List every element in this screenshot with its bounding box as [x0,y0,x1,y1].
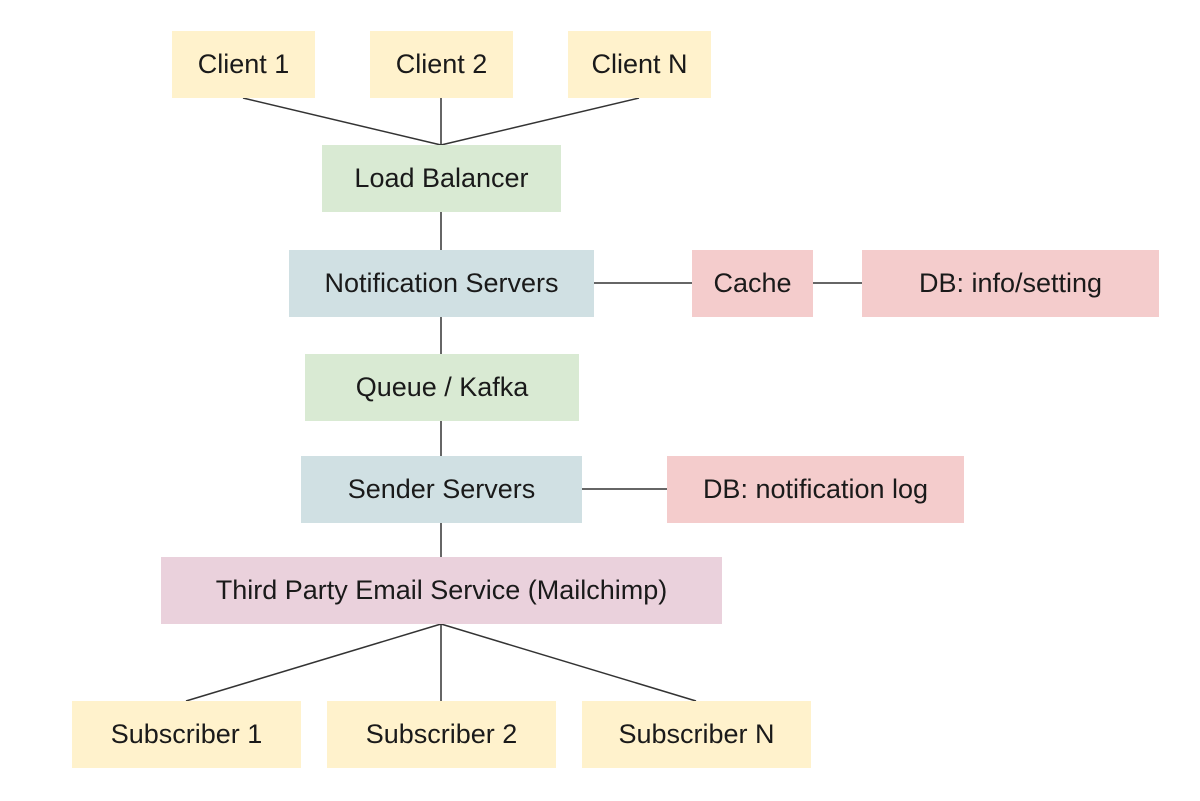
subscriber-n-node: Subscriber N [582,701,811,768]
queue-kafka-node: Queue / Kafka [305,354,579,421]
third-party-email-service-node: Third Party Email Service (Mailchimp) [161,557,722,624]
db-notification-log-node: DB: notification log [667,456,964,523]
edge-client-1-to-load-balancer [242,97,442,146]
edge-third-party-to-subscriber-1 [185,623,442,702]
client-n-node: Client N [568,31,711,98]
load-balancer-node: Load Balancer [322,145,561,212]
edge-third-party-to-subscriber-n [440,623,697,702]
edge-client-n-to-load-balancer [440,97,640,146]
client-1-node: Client 1 [172,31,315,98]
db-info-setting-node: DB: info/setting [862,250,1159,317]
notification-servers-node: Notification Servers [289,250,594,317]
subscriber-1-node: Subscriber 1 [72,701,301,768]
client-2-node: Client 2 [370,31,513,98]
sender-servers-node: Sender Servers [301,456,582,523]
subscriber-2-node: Subscriber 2 [327,701,556,768]
cache-node: Cache [692,250,813,317]
